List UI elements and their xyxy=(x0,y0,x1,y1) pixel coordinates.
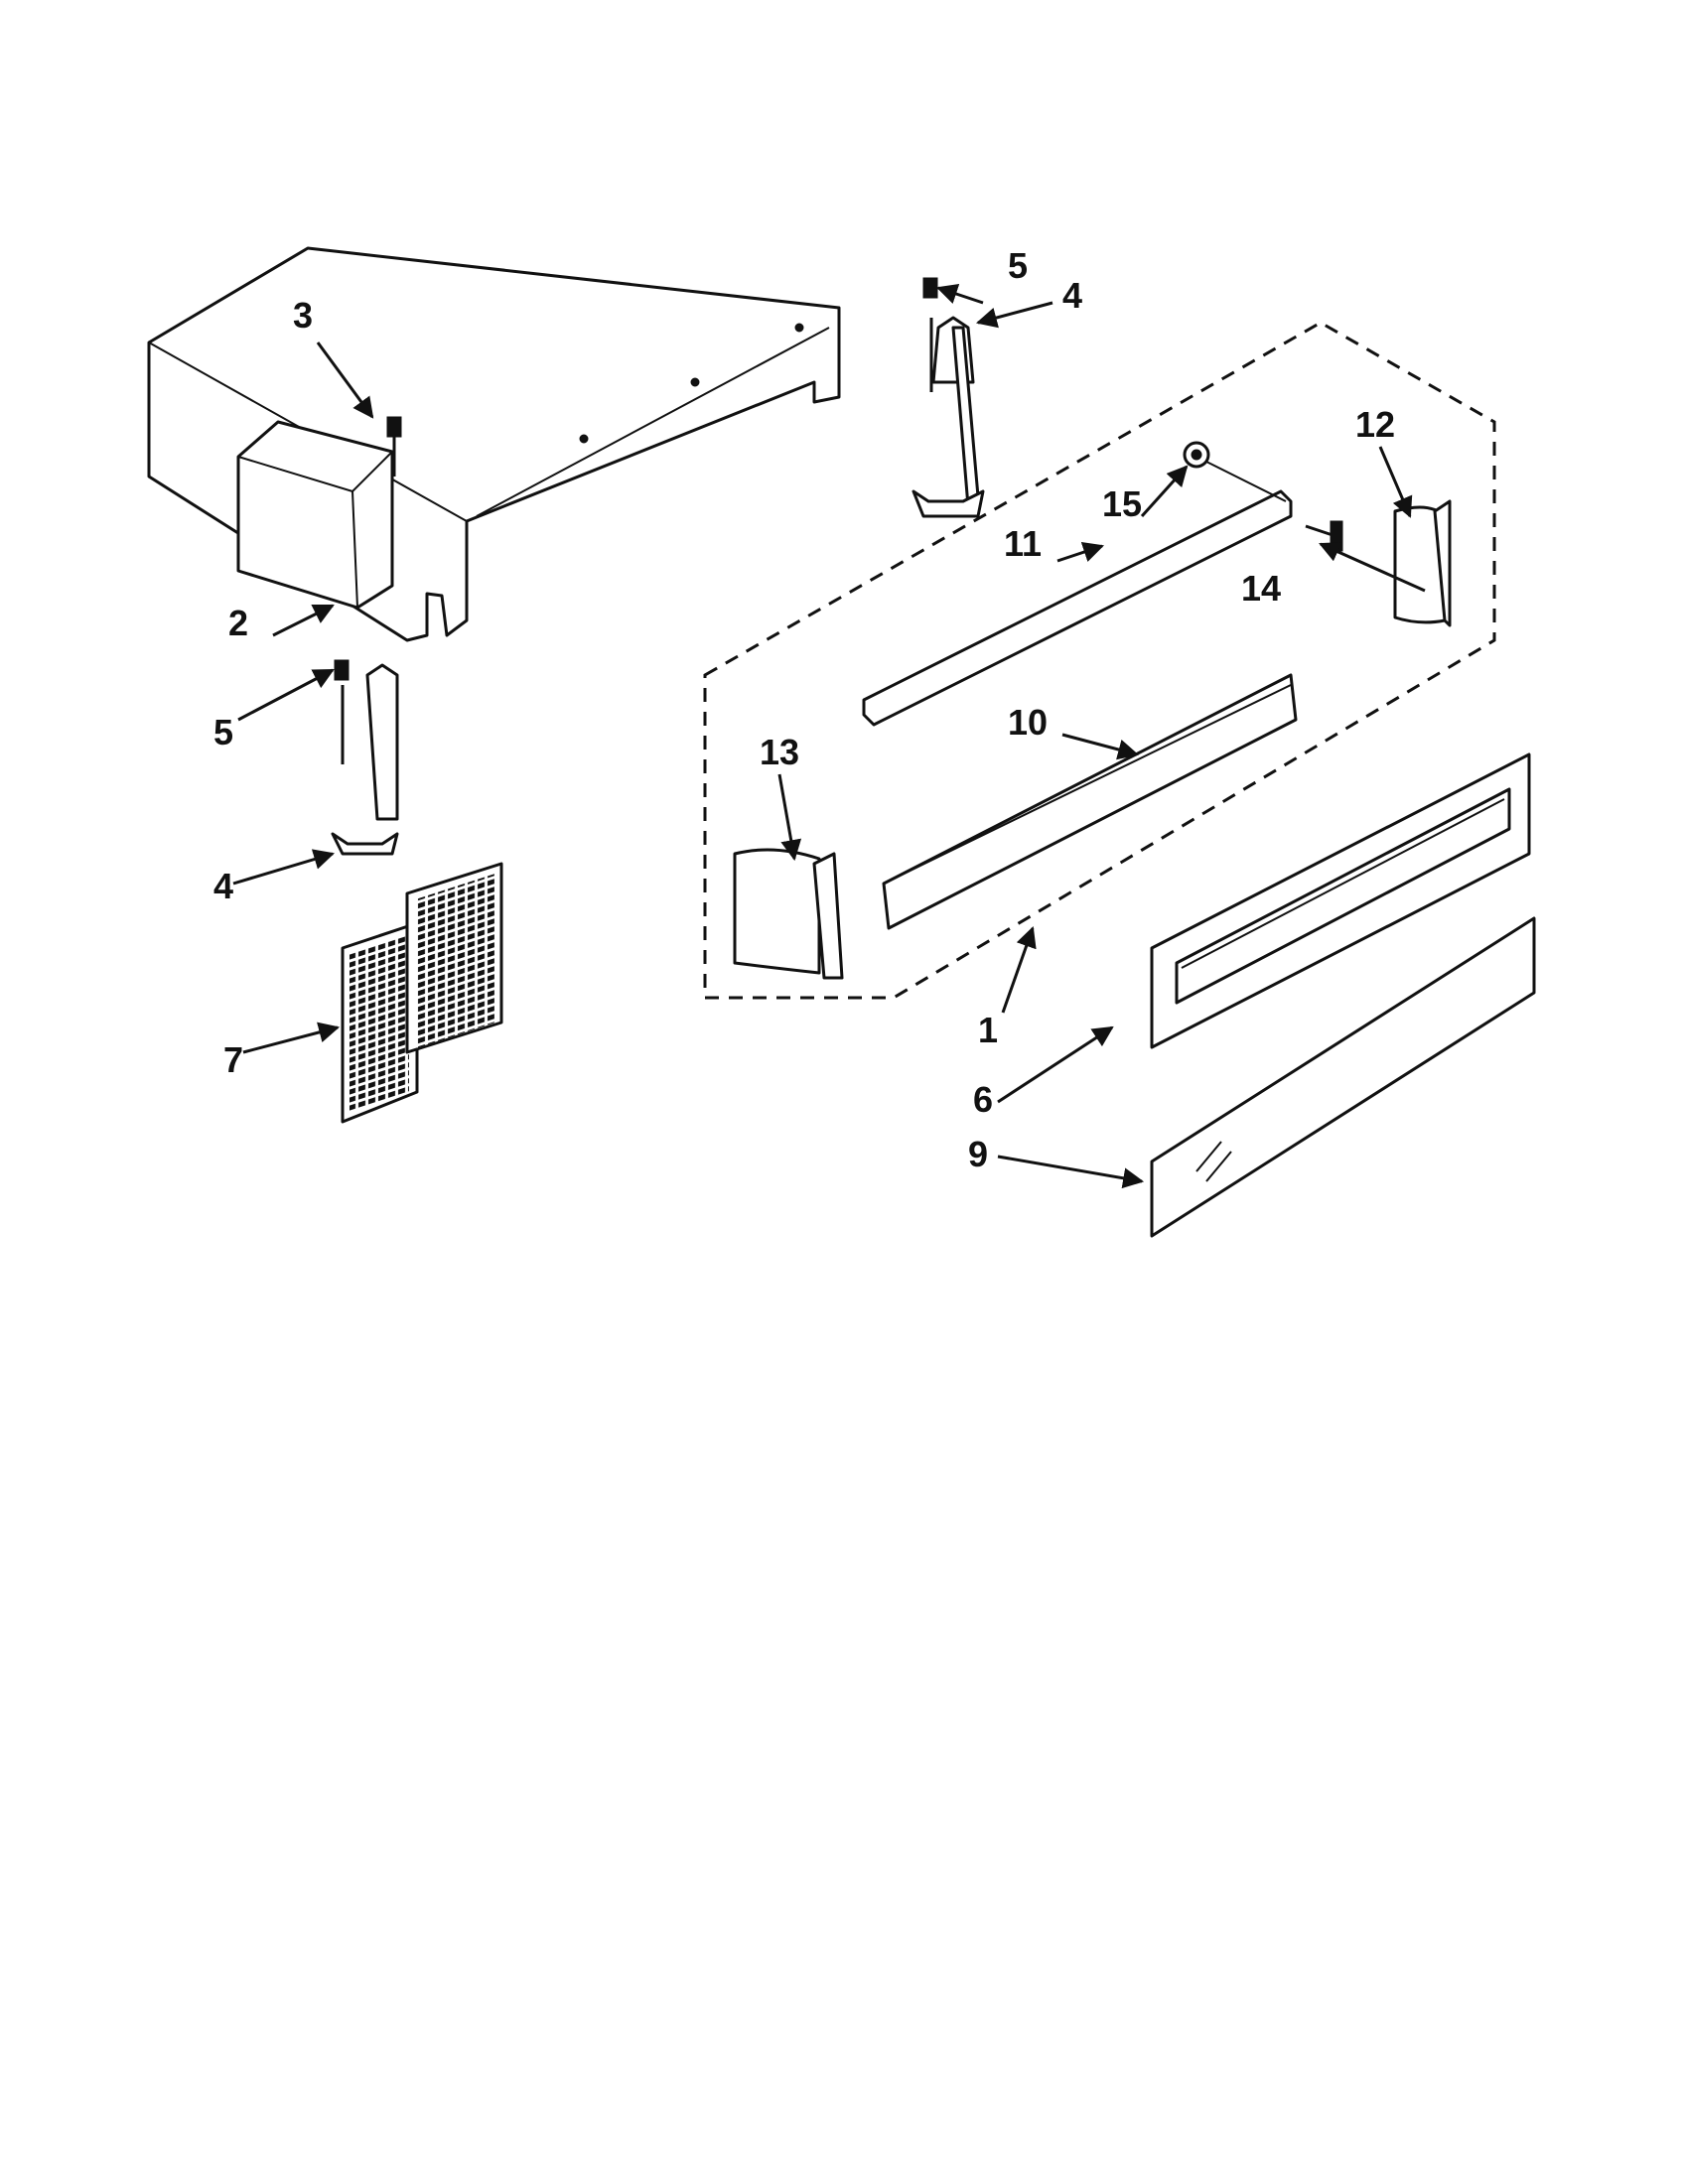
callout-4-upper: 4 xyxy=(1062,275,1082,316)
callout-5-lower: 5 xyxy=(213,712,233,752)
front-frame xyxy=(1150,752,1531,1049)
callout-13: 13 xyxy=(760,732,799,772)
bracket-lower xyxy=(331,659,399,856)
trim-10 xyxy=(882,673,1298,930)
rail-11 xyxy=(862,461,1293,727)
bracket-upper xyxy=(912,277,985,518)
callout-6: 6 xyxy=(973,1079,993,1120)
callout-2: 2 xyxy=(228,603,248,643)
callout-3: 3 xyxy=(293,295,313,336)
callout-14: 14 xyxy=(1241,568,1281,609)
end-cap-13 xyxy=(733,848,844,980)
screw-3-icon xyxy=(386,416,402,477)
callout-11: 11 xyxy=(1004,523,1042,564)
callout-12: 12 xyxy=(1355,404,1395,445)
callout-4-lower: 4 xyxy=(213,866,233,906)
callout-5-upper: 5 xyxy=(1008,245,1028,286)
glass-panel xyxy=(1150,916,1536,1238)
callout-7: 7 xyxy=(223,1039,243,1080)
nut-15 xyxy=(1183,441,1210,469)
end-cap-12 xyxy=(1393,499,1452,627)
control-box xyxy=(236,420,394,610)
grille-panel xyxy=(341,862,503,1124)
kit-boundary xyxy=(703,321,1496,1000)
callout-15: 15 xyxy=(1102,483,1142,524)
callout-1: 1 xyxy=(978,1010,998,1050)
callout-10: 10 xyxy=(1008,702,1048,743)
callout-9: 9 xyxy=(968,1134,988,1174)
